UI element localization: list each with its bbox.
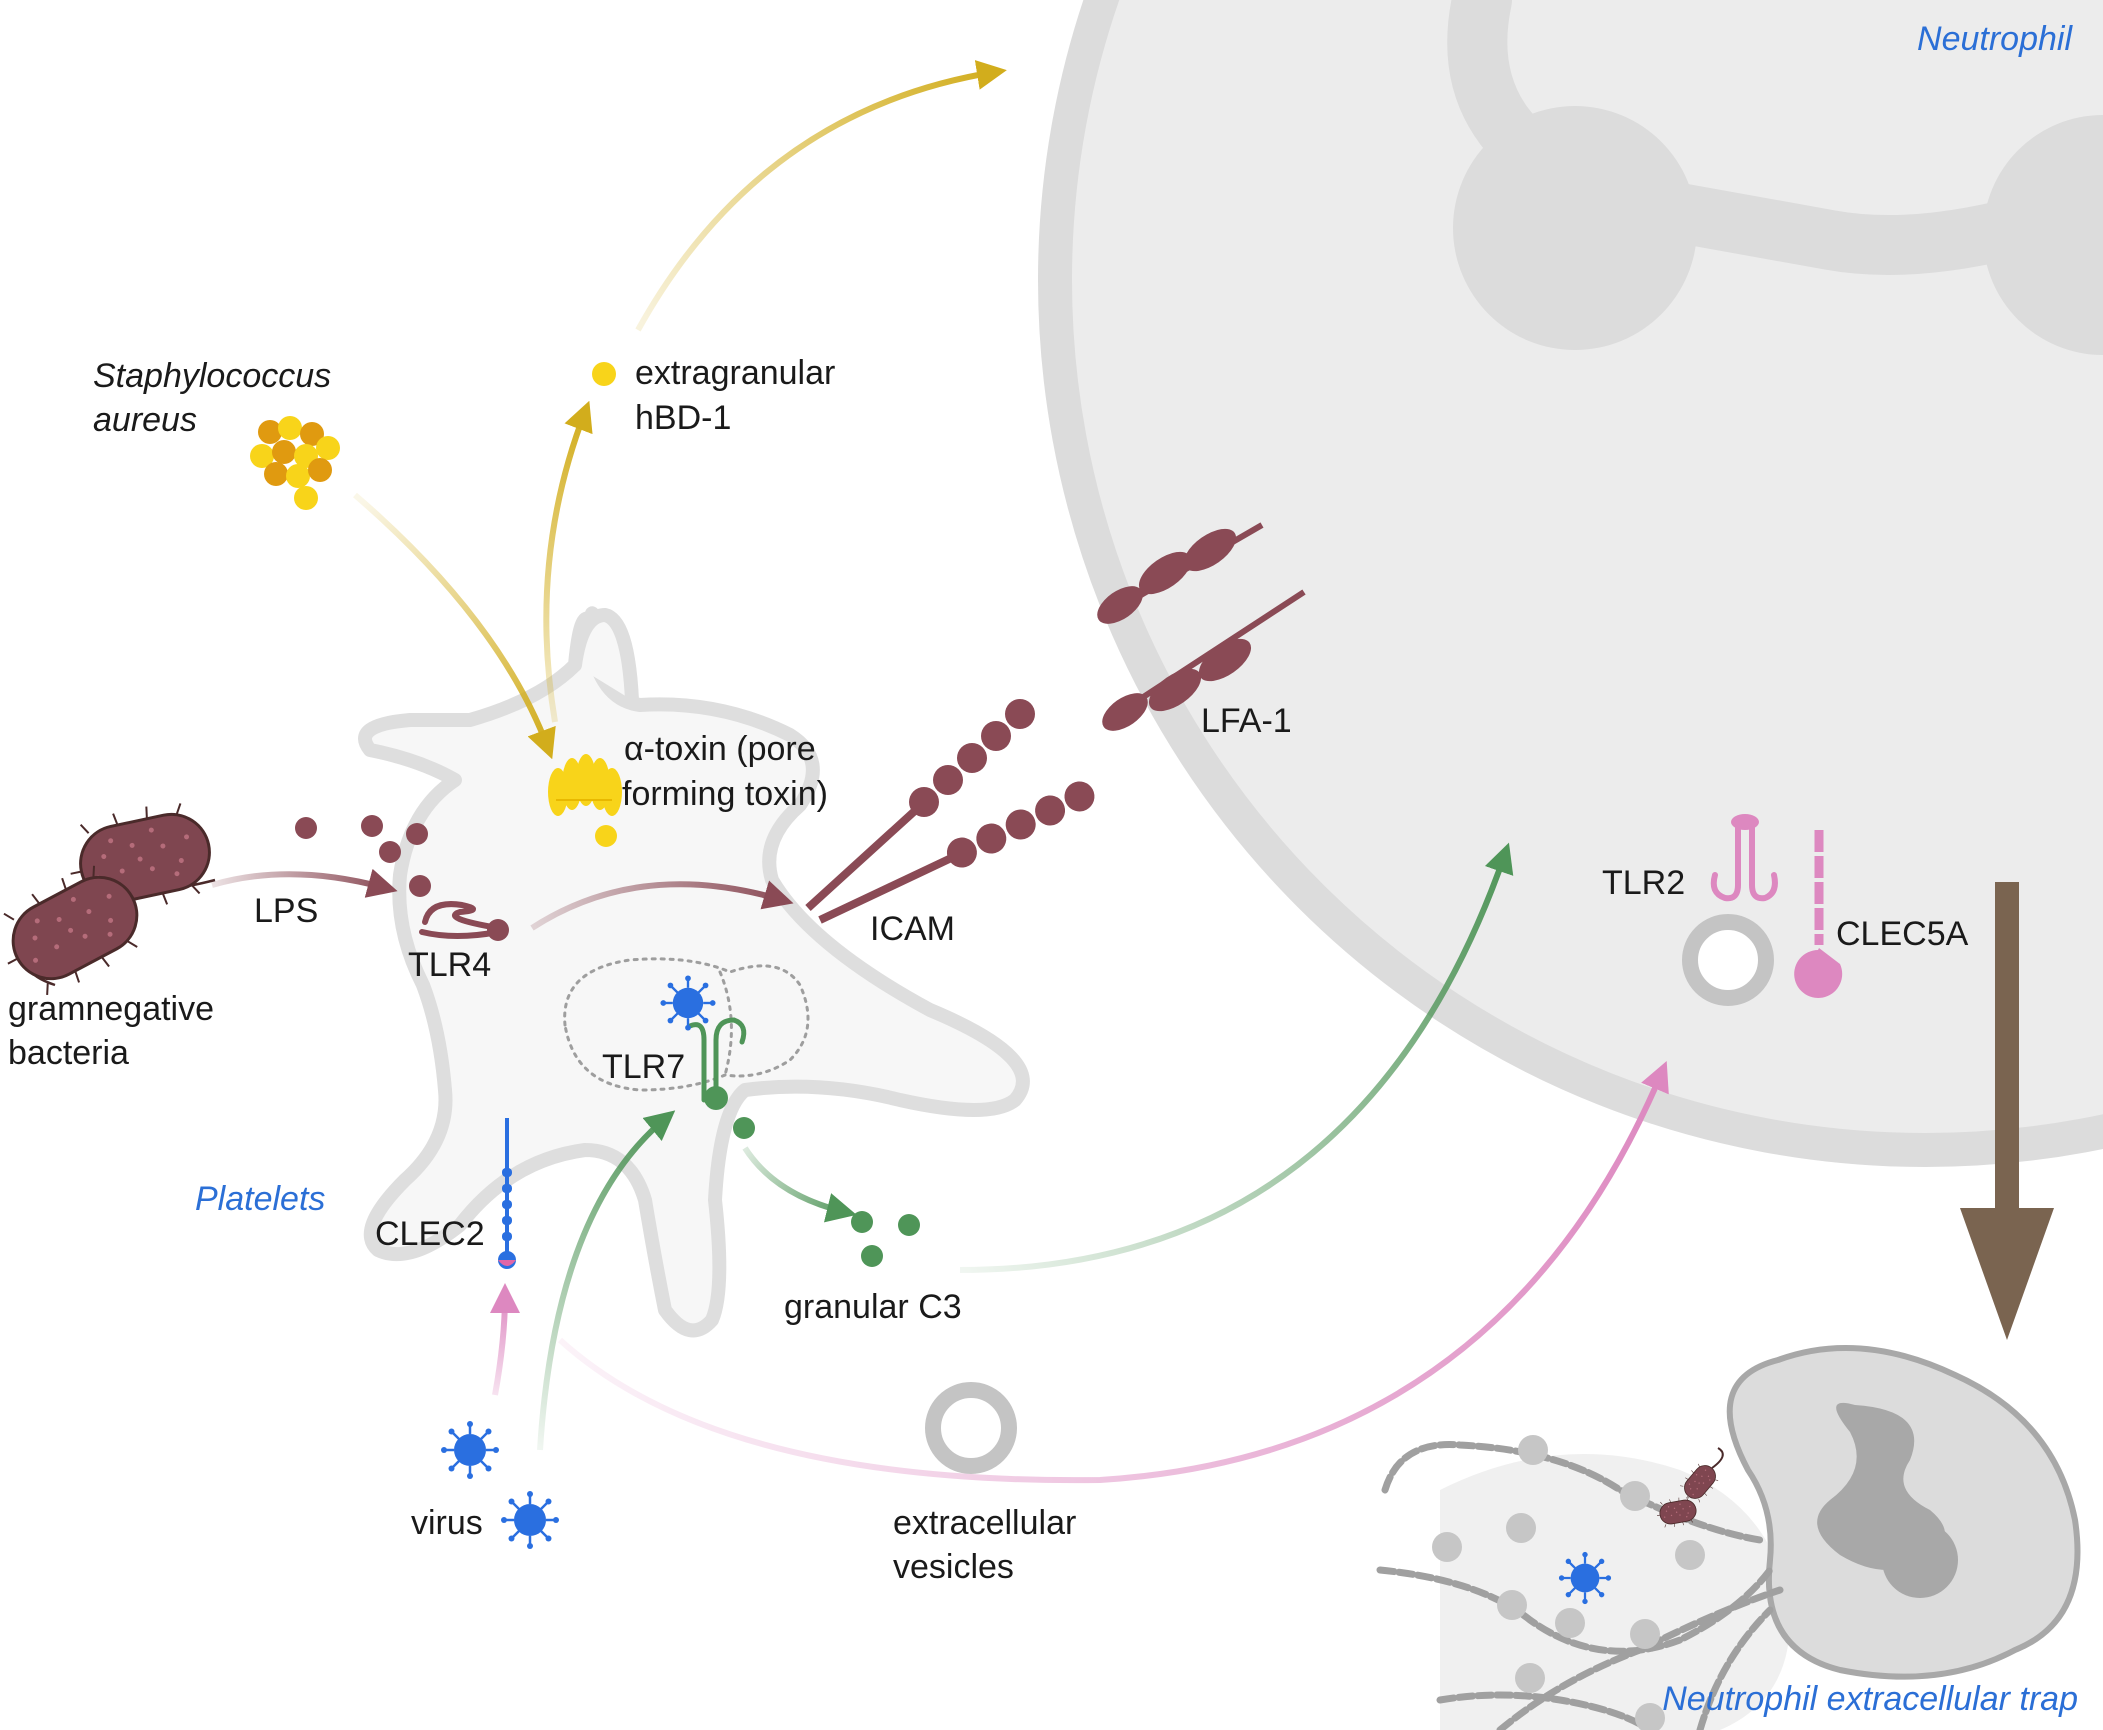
toxin-label-line2: forming toxin) <box>622 775 828 813</box>
platelet-filopod <box>568 607 639 707</box>
granular-c3-label: granular C3 <box>784 1288 962 1326</box>
arrow-virus-to-clec2 <box>489 1283 520 1396</box>
arrow-hbd1-to-neutrophil <box>635 60 1007 332</box>
ev-label-line2: vesicles <box>893 1548 1014 1586</box>
gramneg-label-line1: gramnegative <box>8 990 214 1028</box>
platelet-cell <box>358 606 1030 1338</box>
arrow-staph-to-toxin <box>353 492 556 760</box>
staph-label-line2: aureus <box>93 401 197 439</box>
hbd1-label-line1: extragranular <box>635 354 835 392</box>
arrow-tlr4-to-icam <box>530 880 794 931</box>
staph-label-line1: Staphylococcus <box>93 357 331 395</box>
vesicle-icon <box>1682 914 1774 1006</box>
tlr7-icon <box>687 1017 747 1110</box>
toxin-icon <box>548 754 622 847</box>
arrow-ev-to-neutrophil <box>557 1060 1669 1484</box>
arrow-c3-to-neutrophil <box>959 842 1514 1273</box>
clec5a-label: CLEC5A <box>1836 915 1969 953</box>
virus-icon <box>439 1419 501 1481</box>
arrow-tlr7-to-c3 <box>742 1146 857 1223</box>
lps-label: LPS <box>254 892 318 930</box>
staphylococcus-icon <box>250 416 340 510</box>
lfa1-icon <box>1097 522 1306 731</box>
arrow-toxin-to-hbd1 <box>543 400 593 723</box>
endosome <box>563 957 810 1092</box>
tlr2-label: TLR2 <box>1602 864 1685 902</box>
net-icon <box>1376 1345 2081 1730</box>
arrow-lps-to-tlr4 <box>211 868 398 898</box>
gramneg-label-line2: bacteria <box>8 1034 129 1072</box>
net-label: Neutrophil extracellular trap <box>1662 1680 2078 1718</box>
ev-label-line1: extracellular <box>893 1504 1076 1542</box>
tlr7-label: TLR7 <box>602 1048 685 1086</box>
neutrophil-label: Neutrophil <box>1917 20 2073 58</box>
tlr2-icon <box>1710 814 1778 902</box>
virus-label: virus <box>411 1504 483 1542</box>
virus-icon <box>499 1489 561 1551</box>
clec5a-icon <box>1794 830 1843 998</box>
neutrophil-cell <box>1038 0 2103 1167</box>
clec2-label: CLEC2 <box>375 1215 485 1253</box>
platelets-label: Platelets <box>195 1180 325 1218</box>
c3-icon <box>733 1117 920 1267</box>
arrow-virus-to-tlr7 <box>537 1110 676 1451</box>
toxin-label-line1: α-toxin (pore <box>624 730 816 768</box>
lfa1-label: LFA-1 <box>1201 702 1292 740</box>
tlr4-label: TLR4 <box>408 946 491 984</box>
endosome-divider <box>718 970 733 1077</box>
vesicle-icon <box>925 1382 1017 1474</box>
hbd1-label-line2: hBD-1 <box>635 399 731 437</box>
icam-label: ICAM <box>870 910 955 948</box>
virus-icon <box>659 974 717 1032</box>
neutrophil-nucleus <box>1447 0 2103 355</box>
clec2-icon <box>498 1118 516 1269</box>
lps-icon <box>295 815 431 897</box>
tlr4-icon <box>419 901 509 941</box>
hbd1-icon <box>592 362 616 386</box>
bacteria-icon <box>0 794 221 1010</box>
arrow-neutrophil-to-net <box>1960 882 2054 1340</box>
